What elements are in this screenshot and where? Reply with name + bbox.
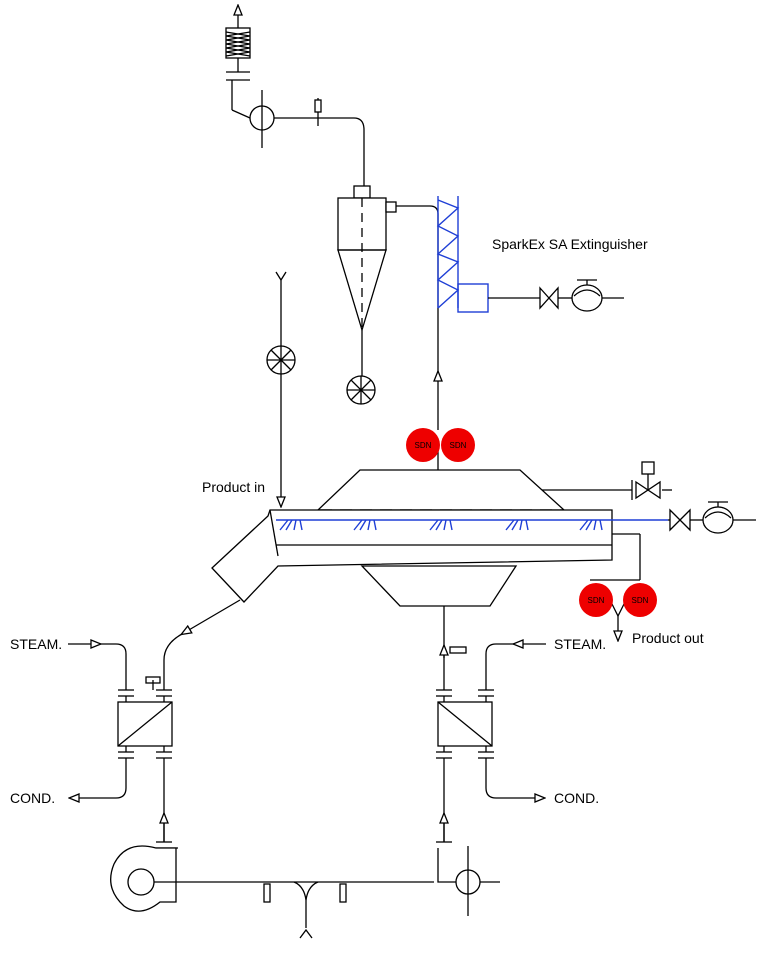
flow-meter-icon-right [702,501,756,534]
extinguisher-feed-line [488,286,572,310]
product-out-line [590,579,640,640]
sdn-label: SDN [450,441,467,450]
cyclone [337,185,439,376]
heat-exchanger-icon [436,701,493,842]
cond-left-label: COND. [10,790,55,806]
spark-detector-icon: SDN [406,428,440,462]
dryer-hood [316,469,566,511]
right-cond-line [478,746,544,798]
left-cond-line [70,746,134,798]
product-out-label: Product out [632,630,704,646]
product-in-label: Product in [202,479,265,495]
left-steam-line [68,644,134,702]
dryer-sprinkler-line [276,519,668,531]
bottom-header [263,881,347,939]
silencer-icon [225,27,251,59]
spark-detector-icon: SDN [441,428,475,462]
gate-valve-icon [668,508,703,532]
flow-meter-icon-top [571,279,624,312]
steam-right-label: STEAM. [554,636,606,652]
steam-left-label: STEAM. [10,636,62,652]
left-fan-icon [110,814,434,912]
rotary-valve-icon [346,375,376,405]
sdn-label: SDN [415,441,432,450]
product-in-line [275,271,287,506]
sdn-label: SDN [588,596,605,605]
left-air-duct [145,599,241,702]
spark-detector-icon: SDN [579,583,613,617]
feed-rotary-valve-icon [266,345,296,375]
sdn-label: SDN [632,596,649,605]
spark-detector-icon: SDN [623,583,657,617]
extinguisher-nozzles [436,196,489,313]
heat-exchanger-icon [117,701,173,842]
exhaust-pipe [226,58,251,119]
right-air-duct [436,606,467,702]
right-fan-icon [436,814,500,916]
extinguisher-label: SparkEx SA Extinguisher [492,236,648,252]
exhaust-fan-icon [249,90,365,186]
cond-right-label: COND. [554,790,599,806]
control-valve-icon [542,461,672,500]
right-steam-line [478,644,546,702]
dryer-body [211,509,641,607]
